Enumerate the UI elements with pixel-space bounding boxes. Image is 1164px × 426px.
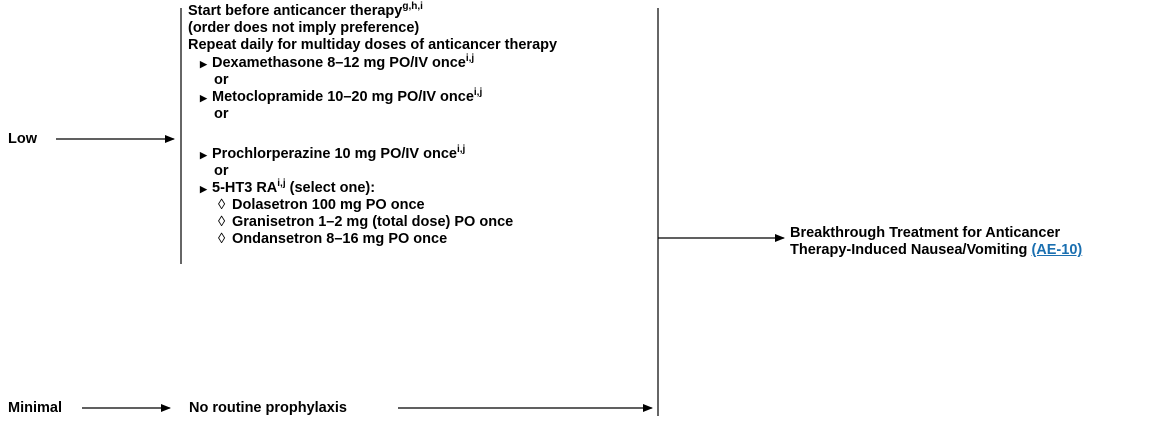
or-label: or — [214, 72, 229, 88]
diamond-bullet-icon: ◊ — [218, 197, 226, 213]
sub-option-granisetron: ◊Granisetron 1–2 mg (total dose) PO once — [218, 214, 514, 230]
sub-option-dolasetron: ◊Dolasetron 100 mg PO once — [218, 197, 425, 213]
outcome-line2: Therapy-Induced Nausea/Vomiting (AE-10) — [790, 242, 1083, 258]
footnote-ref[interactable]: i,j — [465, 53, 475, 64]
or-label: or — [214, 163, 229, 179]
triangle-bullet-icon: ▶ — [200, 150, 207, 160]
ae-10-link[interactable]: (AE-10) — [1031, 242, 1083, 258]
or-label: or — [214, 106, 229, 122]
option-dexamethasone: ▶Dexamethasone 8–12 mg PO/IV oncei,j — [200, 53, 475, 72]
footnote-ref[interactable]: g,h,i — [402, 1, 423, 12]
diamond-bullet-icon: ◊ — [218, 231, 226, 247]
low-box-line3: Repeat daily for multiday doses of antic… — [188, 37, 558, 53]
option-5ht3-ra: ▶5-HT3 RAi,j (select one): — [200, 178, 376, 197]
minimal-regimen-text: No routine prophylaxis — [189, 400, 347, 416]
level-low: Low — [8, 131, 37, 147]
option-metoclopramide: ▶Metoclopramide 10–20 mg PO/IV oncei,j — [200, 87, 483, 106]
triangle-bullet-icon: ▶ — [200, 59, 207, 69]
footnote-ref[interactable]: i,j — [456, 144, 466, 155]
level-minimal: Minimal — [8, 400, 62, 416]
footnote-ref[interactable]: i,j — [277, 178, 286, 189]
diamond-bullet-icon: ◊ — [218, 214, 226, 230]
triangle-bullet-icon: ▶ — [200, 184, 207, 194]
low-box-line2: (order does not imply preference) — [188, 20, 420, 36]
option-prochlorperazine: ▶Prochlorperazine 10 mg PO/IV oncei,j — [200, 144, 466, 163]
low-box-line1: Start before anticancer therapyg,h,i — [188, 1, 423, 20]
sub-option-ondansetron: ◊Ondansetron 8–16 mg PO once — [218, 231, 448, 247]
outcome-line1: Breakthrough Treatment for Anticancer — [790, 225, 1061, 241]
triangle-bullet-icon: ▶ — [200, 93, 207, 103]
footnote-ref[interactable]: i,j — [473, 87, 483, 98]
